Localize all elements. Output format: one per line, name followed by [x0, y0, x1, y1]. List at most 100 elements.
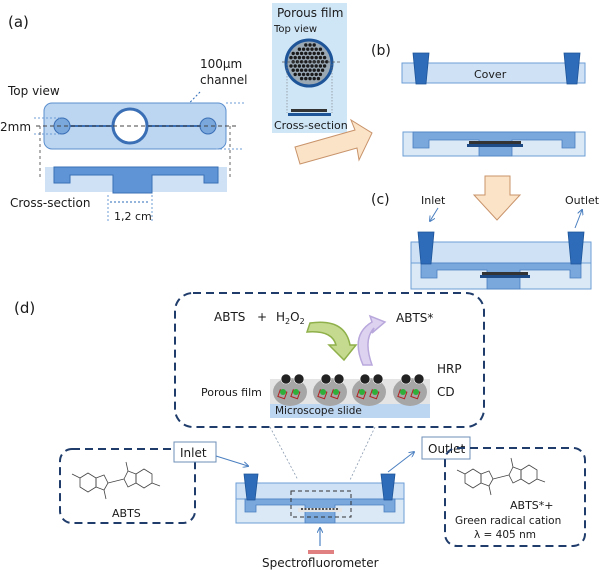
- abts-molecule-box: [59, 448, 196, 524]
- pore: [297, 64, 302, 68]
- outlet-port-c: [567, 231, 585, 265]
- pore: [306, 55, 310, 60]
- zoom-guide-left: [269, 426, 299, 481]
- porous-film-title: Porous film: [277, 6, 343, 20]
- pore: [318, 64, 323, 68]
- hrp-enzyme-icon: [372, 373, 384, 385]
- reaction-plus: +: [257, 310, 267, 324]
- inlet-arrow-c: [430, 207, 439, 221]
- pore: [316, 51, 321, 56]
- pore: [306, 64, 310, 68]
- pore: [318, 47, 323, 51]
- cover-layer: [401, 62, 586, 84]
- reaction-h2o2: H2O2: [276, 310, 305, 326]
- pore: [291, 51, 295, 56]
- adamantane-icon: [320, 389, 326, 395]
- substrate-curved-arrow: [305, 321, 358, 362]
- pore: [289, 64, 293, 68]
- hrp-label: HRP: [437, 362, 462, 376]
- pore-well: [352, 378, 386, 406]
- outlet-arrow-c: [574, 210, 582, 229]
- hrp-enzyme-icon: [400, 373, 412, 385]
- film-substrate-b: [467, 144, 523, 147]
- porous-film-inset: Porous film Top view Cross-section: [272, 3, 348, 133]
- zoom-region-box: [290, 490, 352, 518]
- pore: [295, 51, 300, 56]
- porous-cross-section-label: Cross-section: [274, 119, 348, 132]
- assembly-arrow-down: [472, 175, 522, 221]
- pore-well: [393, 378, 427, 406]
- outlet-port-d: [380, 473, 396, 501]
- outlet-label-d: Outlet: [428, 442, 465, 456]
- pore: [297, 72, 302, 77]
- pore: [320, 68, 325, 72]
- pore-well: [313, 378, 347, 406]
- panel-b-label: (b): [371, 43, 391, 59]
- pore: [299, 68, 304, 72]
- pore: [325, 60, 329, 64]
- outlet-label-c: Outlet: [565, 194, 600, 207]
- reaction-inset-box: [174, 292, 485, 428]
- pore: [310, 64, 314, 68]
- pore: [316, 76, 321, 81]
- cover-assembled: [410, 241, 592, 264]
- pore: [291, 68, 295, 72]
- channel-width-label: 100μm: [200, 57, 242, 71]
- pore: [322, 55, 327, 60]
- panel-c: (c) Inlet Outlet: [371, 192, 600, 290]
- cross-section-label: Cross-section: [10, 196, 90, 210]
- film-b: [469, 141, 521, 144]
- pore: [308, 51, 312, 56]
- pore: [314, 47, 318, 51]
- pores: [289, 43, 329, 81]
- pore: [299, 76, 304, 81]
- panel-d-label: (d): [14, 299, 35, 317]
- pore: [308, 68, 312, 72]
- pore: [299, 51, 304, 56]
- pore: [301, 47, 306, 51]
- channel-label: channel: [200, 73, 247, 87]
- product-curved-arrow: [357, 314, 387, 366]
- pore: [320, 51, 325, 56]
- adamantane-icon: [372, 389, 378, 395]
- pore: [310, 55, 314, 60]
- pore-well: [273, 378, 307, 406]
- wavelength-label: λ = 405 nm: [474, 529, 536, 541]
- pore: [310, 72, 314, 77]
- hrp-enzyme-icon: [333, 373, 345, 385]
- panel-c-label: (c): [371, 192, 390, 208]
- panel-a: (a) Top view 100μm channel 2mm Cross-sec…: [0, 13, 247, 223]
- pore: [304, 51, 308, 56]
- pore: [314, 72, 318, 77]
- hrp-enzyme-icon: [413, 373, 425, 385]
- light-source: [308, 550, 334, 554]
- enzyme-wells: [273, 373, 427, 406]
- pore: [312, 51, 316, 56]
- pore: [297, 47, 302, 51]
- pore: [316, 68, 321, 72]
- inlet-arrow-d: [215, 455, 248, 466]
- microscope-slide-label: Microscope slide: [275, 405, 362, 417]
- pore: [304, 60, 308, 64]
- porous-film-label-d: Porous film: [201, 386, 262, 399]
- microscope-slide: [270, 404, 430, 418]
- film-c: [482, 272, 528, 275]
- outlet-port: [563, 52, 581, 85]
- abts-molecule-label: ABTS: [112, 507, 141, 520]
- abts-structure: [71, 461, 161, 500]
- cover-label: Cover: [474, 68, 507, 81]
- reaction-abts: ABTS: [214, 310, 245, 324]
- pore: [306, 72, 310, 77]
- inlet-port-c: [417, 231, 435, 265]
- abts-cation-structure: [456, 457, 546, 496]
- pore: [301, 55, 306, 60]
- pore: [314, 55, 318, 60]
- adamantane-icon: [359, 389, 365, 395]
- panel-a-label: (a): [8, 13, 29, 31]
- outlet-arrow-d: [387, 452, 414, 473]
- pore: [308, 76, 312, 81]
- pore: [293, 64, 297, 68]
- pore: [289, 55, 293, 60]
- pore: [306, 47, 310, 51]
